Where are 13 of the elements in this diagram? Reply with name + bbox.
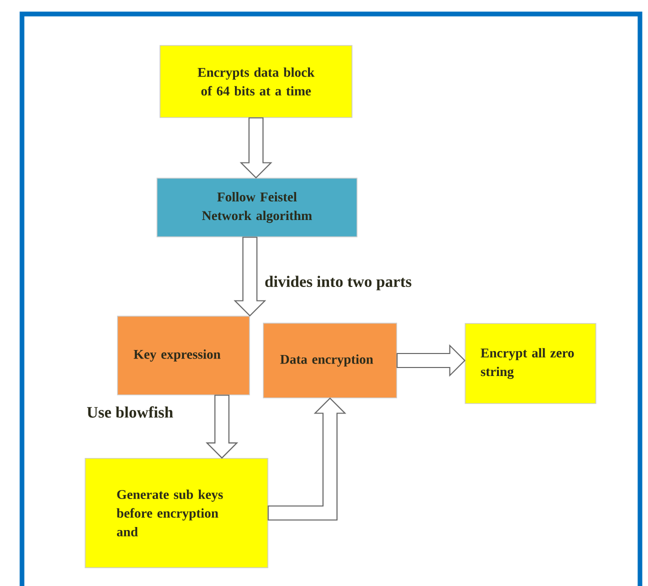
- process-box: Encrypt all zero string: [464, 323, 596, 404]
- block-arrow: [268, 397, 346, 521]
- block-arrow: [396, 344, 466, 377]
- process-box: Data encryption: [262, 322, 398, 398]
- block-arrow: [206, 394, 238, 459]
- edge-label: Use blowfish: [85, 404, 175, 420]
- block-arrow: [240, 117, 272, 179]
- edge-label: divides into two parts: [263, 274, 414, 292]
- process-box: Follow Feistel Network algorithm: [156, 178, 358, 238]
- process-box: Key expression: [117, 316, 250, 396]
- process-box: Encrypts data block of 64 bits at a time: [160, 45, 352, 118]
- process-box: Generate sub keys before encryption and: [84, 458, 268, 568]
- block-arrow: [234, 236, 266, 317]
